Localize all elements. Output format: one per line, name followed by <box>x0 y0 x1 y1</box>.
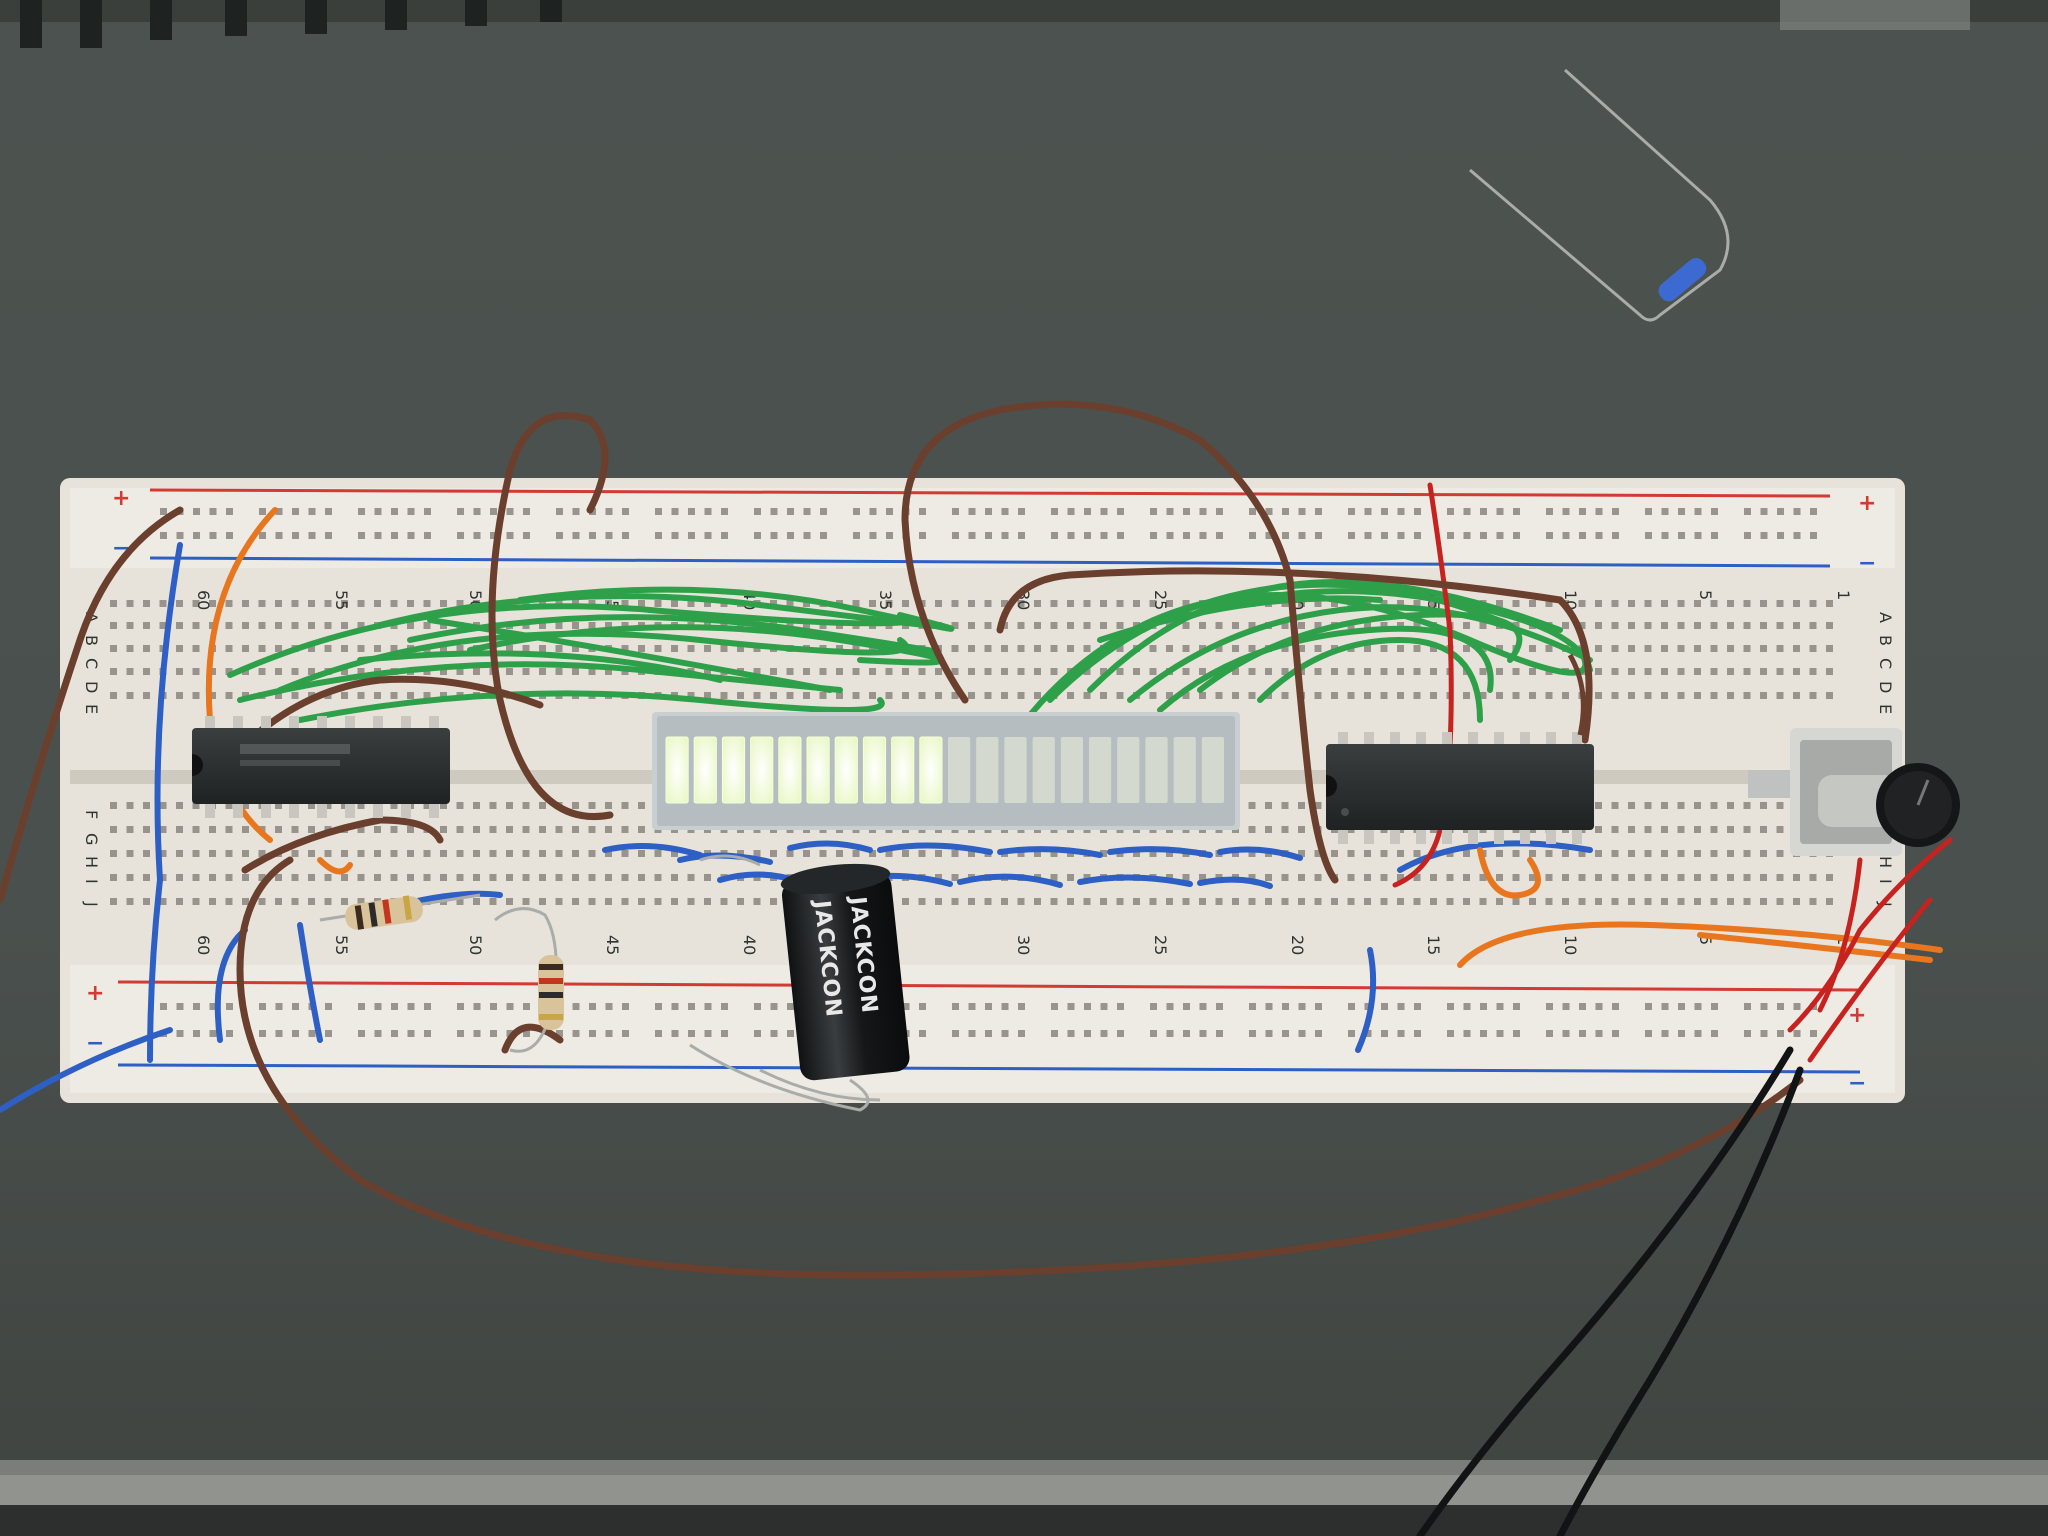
column-number-top-25: 25 <box>1151 590 1170 610</box>
column-number-bottom-5: 5 <box>1696 935 1715 945</box>
row-letter-left-i: I <box>82 879 101 884</box>
potentiometer <box>1748 728 1960 856</box>
led-segment <box>1032 737 1055 803</box>
led-segment <box>750 736 774 804</box>
led-segment <box>1145 737 1168 803</box>
loose-resistor <box>1469 68 1730 322</box>
rail-plus-bottom-left: + <box>86 981 104 1006</box>
led-segment <box>721 736 746 804</box>
brown-wire-top <box>1567 653 1586 736</box>
led-segment <box>806 736 830 804</box>
led-segment <box>1173 737 1196 803</box>
rail-plus-bottom-right: + <box>1848 1003 1866 1028</box>
column-number-bottom-15: 15 <box>1424 935 1443 955</box>
rail-minus-bottom-right: − <box>1848 1071 1866 1096</box>
column-number-bottom-30: 30 <box>1014 935 1033 955</box>
led-segment <box>891 736 915 804</box>
green-jumpers-left <box>227 586 955 723</box>
right-ic-chip <box>1326 732 1594 844</box>
led-segment <box>976 737 999 803</box>
electrolytic-capacitor: JACKCON JACKCON <box>689 854 910 1112</box>
led-segment <box>1117 737 1140 803</box>
row-letter-left-c: C <box>82 658 101 669</box>
column-number-top-60: 60 <box>194 590 213 610</box>
row-letter-right-c: C <box>1876 658 1895 669</box>
led-segment <box>693 736 717 804</box>
column-number-bottom-45: 45 <box>603 935 622 955</box>
resistor-horizontal <box>319 893 481 930</box>
blue-jumpers <box>0 542 1593 1113</box>
column-number-top-55: 55 <box>332 590 351 610</box>
row-letter-right-d: D <box>1876 681 1895 693</box>
led-segment <box>834 736 858 804</box>
row-letter-left-h: H <box>82 856 101 868</box>
column-number-top-5: 5 <box>1696 590 1715 600</box>
led-segment <box>948 737 971 803</box>
row-letter-right-i: I <box>1876 879 1895 884</box>
paper-scrap <box>1780 0 1970 30</box>
column-number-bottom-40: 40 <box>740 935 759 955</box>
column-number-bottom-60: 60 <box>194 935 213 955</box>
row-letter-left-e: E <box>82 704 101 714</box>
row-letter-left-b: B <box>82 635 101 646</box>
led-bar-graph <box>652 712 1240 830</box>
red-wires <box>1392 482 1953 1063</box>
column-number-bottom-10: 10 <box>1561 935 1580 955</box>
resistor-vertical <box>494 907 564 1053</box>
rail-plus-top-right: + <box>1858 491 1876 516</box>
column-number-bottom-55: 55 <box>332 935 351 955</box>
rail-plus-top-left: + <box>112 486 130 511</box>
row-letter-right-a: A <box>1876 612 1895 623</box>
black-cables <box>1416 1046 1804 1536</box>
brown-wires <box>0 400 1804 1279</box>
top-edge-slots <box>0 0 2048 48</box>
row-letter-left-d: D <box>82 681 101 693</box>
rail-minus-bottom-left: − <box>86 1031 104 1056</box>
rail-minus-top-right: − <box>1858 551 1876 576</box>
column-number-bottom-50: 50 <box>466 935 485 955</box>
led-segment <box>665 736 689 804</box>
column-number-top-1: 1 <box>1834 590 1853 600</box>
led-segment <box>1060 737 1083 803</box>
column-number-bottom-20: 20 <box>1288 935 1307 955</box>
led-segment <box>1089 737 1112 803</box>
column-number-bottom-25: 25 <box>1151 935 1170 955</box>
led-segment <box>919 736 943 804</box>
row-letter-right-e: E <box>1876 704 1895 714</box>
row-letter-left-j: J <box>82 901 101 907</box>
led-segment <box>1004 737 1027 803</box>
row-letter-right-b: B <box>1876 635 1895 646</box>
left-ic-chip <box>192 716 450 818</box>
row-letter-left-g: G <box>82 833 101 845</box>
orange-wires <box>205 507 1943 968</box>
row-letter-left-f: F <box>82 810 101 819</box>
led-segment <box>1201 737 1224 803</box>
led-segment <box>862 736 887 804</box>
row-letter-right-h: H <box>1876 856 1895 868</box>
column-number-top-35: 35 <box>876 590 895 610</box>
led-segment <box>778 736 802 804</box>
